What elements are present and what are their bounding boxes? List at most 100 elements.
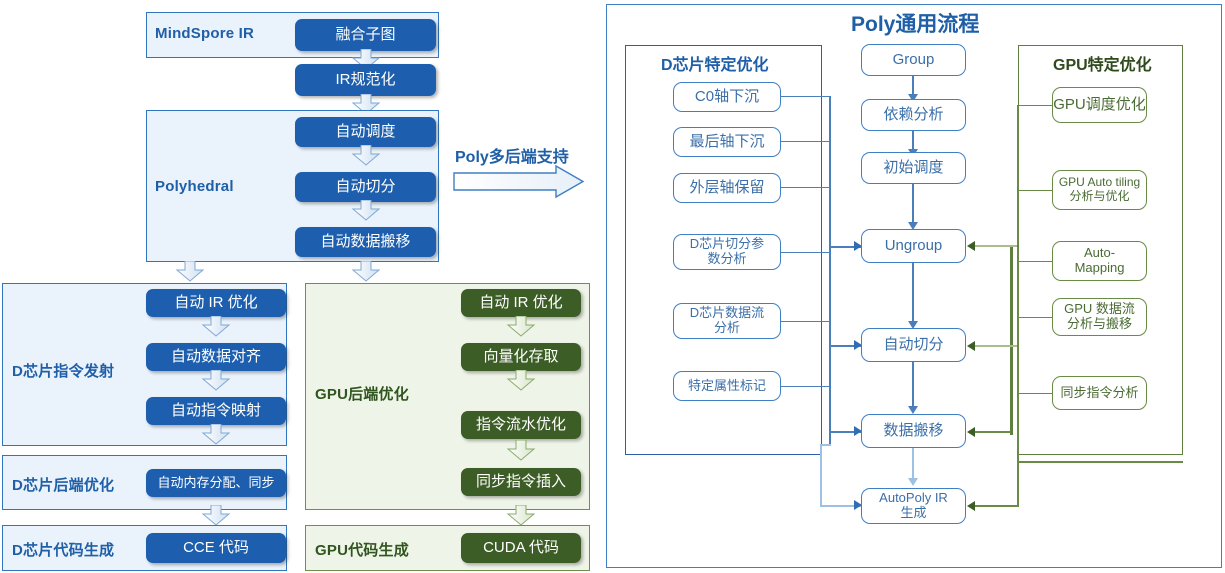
node-dchip-auto-data-align[interactable]: 自动数据对齐 xyxy=(146,343,286,371)
connector-dchip-bus xyxy=(829,96,832,445)
arrow-down-gpu-4 xyxy=(506,505,536,527)
arrowhead-datamove-to-autopoly xyxy=(908,478,918,486)
node-cuda-code[interactable]: CUDA 代码 xyxy=(461,533,581,563)
connector-init-to-ungroup xyxy=(912,184,914,226)
connector-gpu-to-autotile xyxy=(975,345,1017,347)
connector-datamove-to-autopoly xyxy=(912,448,914,482)
bridge-label: Poly多后端支持 xyxy=(455,149,569,166)
connector-group-to-dep xyxy=(912,76,914,98)
node-gpu-auto-ir-opt[interactable]: 自动 IR 优化 xyxy=(461,289,581,317)
node-auto-tiling[interactable]: 自动切分 xyxy=(295,172,436,202)
node-autopoly-ir-gen[interactable]: AutoPoly IR 生成 xyxy=(861,488,966,524)
arrow-down-autoschedule-to-autotile xyxy=(351,145,381,167)
panel-label-mindspore-ir: MindSpore IR xyxy=(155,25,255,42)
arrow-down-gpu-2 xyxy=(506,370,536,392)
connector-dep-to-init xyxy=(912,131,914,153)
arrow-down-gpu-1 xyxy=(506,316,536,338)
node-ir-normalize[interactable]: IR规范化 xyxy=(295,64,436,96)
arrowhead-gpu-to-autopoly xyxy=(967,501,975,511)
node-gpu-inst-pipeline-opt[interactable]: 指令流水优化 xyxy=(461,411,581,439)
arrow-down-dchip-1 xyxy=(201,316,231,338)
panel-dchip-specific xyxy=(625,45,822,455)
node-fusion-subgraph[interactable]: 融合子图 xyxy=(295,19,436,51)
node-auto-schedule[interactable]: 自动调度 xyxy=(295,117,436,147)
node-last-axis-sink[interactable]: 最后轴下沉 xyxy=(673,127,781,157)
node-data-move-pipeline[interactable]: 数据搬移 xyxy=(861,414,966,448)
connector-gpu-to-autopoly xyxy=(975,505,1018,507)
connector-autotile-to-datamove xyxy=(912,362,914,410)
arrowhead-init-to-ungroup xyxy=(908,222,918,230)
arrowhead-dchip-to-ungroup xyxy=(854,241,862,251)
connector-gpu-3 xyxy=(1019,261,1053,263)
node-gpu-dataflow-analysis[interactable]: GPU 数据流 分析与搬移 xyxy=(1052,298,1147,336)
node-dchip-tiling-param-analysis[interactable]: D芯片切分参 数分析 xyxy=(673,234,781,270)
panel-label-dchip-backend: D芯片后端优化 xyxy=(12,477,115,494)
arrowhead-ungroup-to-autotile xyxy=(908,321,918,329)
panel-label-gpu-codegen: GPU代码生成 xyxy=(315,542,409,559)
node-gpu-vectorized-access[interactable]: 向量化存取 xyxy=(461,343,581,371)
arrow-down-poly-to-dchip xyxy=(175,261,205,283)
panel-label-gpu-specific: GPU特定优化 xyxy=(1053,57,1152,74)
arrow-down-gpu-3 xyxy=(506,440,536,462)
arrow-down-dchip-2 xyxy=(201,370,231,392)
arrow-down-dchip-4 xyxy=(201,505,231,527)
node-group[interactable]: Group xyxy=(861,44,966,76)
connector-ungroup-to-autotile xyxy=(912,263,914,325)
connector-gpu-2 xyxy=(1019,190,1053,192)
connector-gpu-5 xyxy=(1019,393,1053,395)
connector-gpu-to-ungroup xyxy=(975,245,1017,247)
connector-dchip-3 xyxy=(781,187,831,189)
node-dchip-dataflow-analysis[interactable]: D芯片数据流 分析 xyxy=(673,303,781,339)
arrowhead-group-to-dep xyxy=(908,94,918,102)
connector-gpu-to-datamove xyxy=(975,431,1011,433)
connector-gpu-1 xyxy=(1019,105,1053,107)
node-cce-code[interactable]: CCE 代码 xyxy=(146,533,286,563)
connector-dchip-5 xyxy=(781,321,831,323)
connector-dchip-2 xyxy=(781,141,831,143)
poly-flow-title: Poly通用流程 xyxy=(851,13,980,36)
connector-gpu-4 xyxy=(1019,317,1053,319)
node-gpu-sync-inst-analysis[interactable]: 同步指令分析 xyxy=(1052,376,1147,410)
node-auto-data-move[interactable]: 自动数据搬移 xyxy=(295,227,436,257)
connector-dchip-to-datamove xyxy=(831,431,862,433)
connector-dchip-6 xyxy=(781,386,831,388)
arrowhead-gpu-to-datamove xyxy=(967,427,975,437)
panel-label-dchip-codegen: D芯片代码生成 xyxy=(12,542,115,559)
node-gpu-schedule-opt[interactable]: GPU调度优化 xyxy=(1052,87,1147,123)
node-auto-mapping[interactable]: Auto- Mapping xyxy=(1052,241,1147,281)
node-dchip-auto-inst-map[interactable]: 自动指令映射 xyxy=(146,397,286,425)
node-specific-attr-mark[interactable]: 特定属性标记 xyxy=(673,371,781,401)
node-dchip-auto-ir-opt[interactable]: 自动 IR 优化 xyxy=(146,289,286,317)
panel-label-polyhedral: Polyhedral xyxy=(155,178,234,195)
connector-gpu-bus-outer xyxy=(1017,105,1019,395)
node-outer-axis-keep[interactable]: 外层轴保留 xyxy=(673,173,781,203)
panel-label-dchip-specific: D芯片特定优化 xyxy=(661,57,769,74)
arrow-down-autotile-to-datamove xyxy=(351,200,381,222)
arrowhead-dchip-to-autotile xyxy=(854,340,862,350)
arrow-down-irnorm-to-poly xyxy=(351,94,381,116)
connector-dchip-to-autopoly xyxy=(820,505,862,507)
arrowhead-gpu-to-ungroup xyxy=(967,241,975,251)
connector-gpu-bus-inner xyxy=(1010,245,1013,435)
node-dependence-analysis[interactable]: 依赖分析 xyxy=(861,99,966,131)
arrow-down-dchip-3 xyxy=(201,424,231,446)
panel-label-gpu-backend: GPU后端优化 xyxy=(315,386,409,403)
arrowhead-gpu-to-autotile xyxy=(967,341,975,351)
node-c0-axis-sink[interactable]: C0轴下沉 xyxy=(673,82,781,112)
arrowhead-autotile-to-datamove xyxy=(908,406,918,414)
node-ungroup[interactable]: Ungroup xyxy=(861,229,966,263)
connector-dchip-to-autotile xyxy=(831,345,862,347)
connector-dchip-to-ungroup xyxy=(831,246,862,248)
node-dchip-mem-alloc-sync[interactable]: 自动内存分配、同步 xyxy=(146,469,286,497)
connector-gpu-bottom-horiz xyxy=(1017,461,1183,463)
node-gpu-sync-inst-insert[interactable]: 同步指令插入 xyxy=(461,468,581,496)
arrow-down-poly-to-gpu xyxy=(351,261,381,283)
connector-dchip-4 xyxy=(781,252,831,254)
node-auto-tiling-pipeline[interactable]: 自动切分 xyxy=(861,328,966,362)
connector-dchip-bottom-join xyxy=(820,444,831,446)
node-gpu-auto-tiling-analysis[interactable]: GPU Auto tiling 分析与优化 xyxy=(1052,170,1147,210)
connector-gpu-bottom-vert xyxy=(1017,395,1019,507)
node-initial-schedule[interactable]: 初始调度 xyxy=(861,152,966,184)
arrowhead-dchip-to-autopoly xyxy=(854,500,862,510)
